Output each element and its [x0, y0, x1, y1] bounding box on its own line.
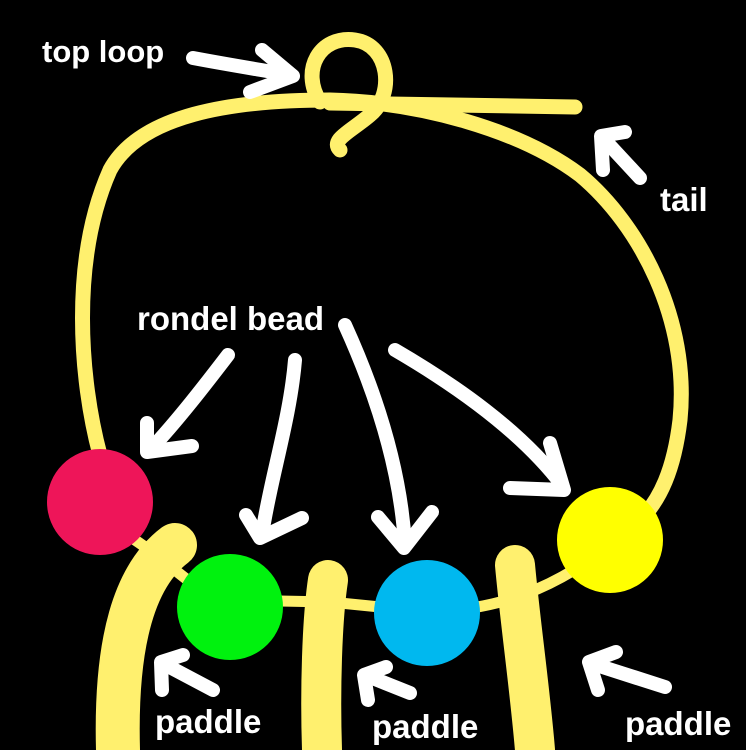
top-loop-label: top loop — [42, 34, 164, 69]
tail-label: tail — [660, 181, 708, 218]
rondel-bead-label: rondel bead — [137, 300, 324, 337]
paddle-arrow-left — [154, 648, 220, 697]
paddle-label-middle: paddle — [372, 708, 478, 745]
paddle-arrow-right — [582, 645, 672, 697]
rondel-arrow-red — [140, 348, 235, 459]
cord-tail — [322, 95, 583, 115]
paddle-middle-shape — [301, 560, 348, 750]
bead-red — [47, 449, 153, 555]
paddle-label-right: paddle — [625, 705, 731, 742]
paddle-label-left: paddle — [155, 703, 261, 740]
bead-blue — [374, 560, 480, 666]
paddle-left-shape — [95, 523, 197, 750]
top-loop-arrow — [186, 43, 300, 99]
rondel-arrow-blue — [338, 318, 439, 555]
bead-yellow — [557, 487, 663, 593]
paddle-arrow-middle — [357, 660, 417, 707]
tail-arrow — [594, 125, 647, 185]
rondel-arrow-green — [239, 353, 309, 545]
bead-green — [177, 554, 283, 660]
paddle-right-shape — [495, 545, 555, 750]
top-loop-knot — [304, 32, 393, 158]
rondel-arrow-yellow — [388, 343, 571, 497]
